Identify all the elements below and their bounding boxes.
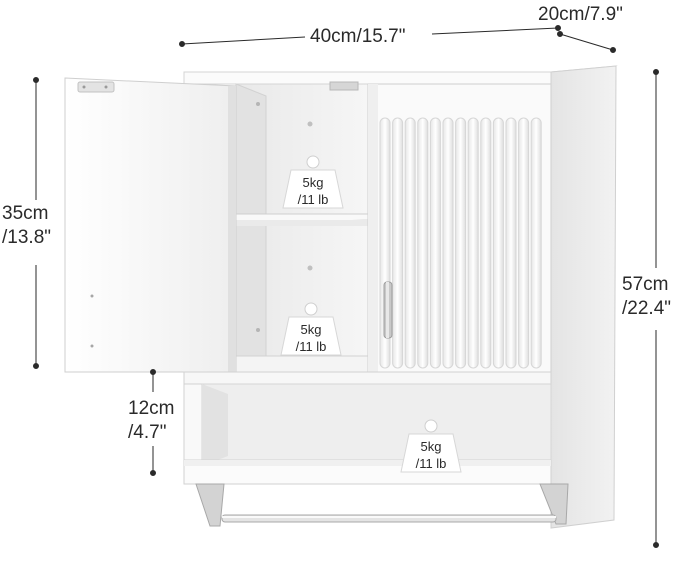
left-door-open [64, 77, 237, 373]
door-flute [480, 117, 492, 369]
load-kg-label: 5kg [301, 322, 322, 337]
door-flute [492, 117, 504, 369]
door-height-cm-label: 35cm [2, 203, 49, 224]
door-flute [505, 117, 517, 369]
load-kg-label: 5kg [421, 439, 442, 454]
load-badge-bottom-shelf: 5kg /11 lb [280, 302, 342, 356]
door-flute [467, 117, 479, 369]
dimension-lines [33, 25, 659, 548]
door-flute [455, 117, 467, 369]
top-panel [183, 65, 618, 85]
door-flute [404, 117, 416, 369]
load-badge-open-shelf: 5kg /11 lb [400, 419, 462, 473]
door-flute [518, 117, 530, 369]
total-height-in-label: /22.4" [622, 298, 672, 319]
door-flute [442, 117, 454, 369]
open-shelf-cm-label: 12cm [128, 398, 175, 419]
load-kg-label: 5kg [303, 175, 324, 190]
door-flute [429, 117, 441, 369]
middle-shelf [235, 213, 369, 226]
open-compartment [183, 371, 552, 485]
total-height-cm-label: 57cm [622, 274, 669, 295]
load-lb-label: /11 lb [298, 192, 329, 207]
door-flute [417, 117, 429, 369]
load-lb-label: /11 lb [416, 456, 447, 471]
load-badge-top-shelf: 5kg /11 lb [282, 155, 344, 209]
door-flute [392, 117, 404, 369]
towel-bar [195, 483, 569, 527]
door-height-in-label: /13.8" [2, 227, 52, 248]
open-shelf-in-label: /4.7" [128, 422, 167, 443]
width-label: 40cm/15.7" [310, 26, 406, 47]
door-flute [530, 117, 542, 369]
depth-label: 20cm/7.9" [538, 4, 623, 25]
right-door-fluted [367, 83, 552, 373]
side-panel [550, 65, 617, 529]
load-lb-label: /11 lb [296, 339, 327, 354]
